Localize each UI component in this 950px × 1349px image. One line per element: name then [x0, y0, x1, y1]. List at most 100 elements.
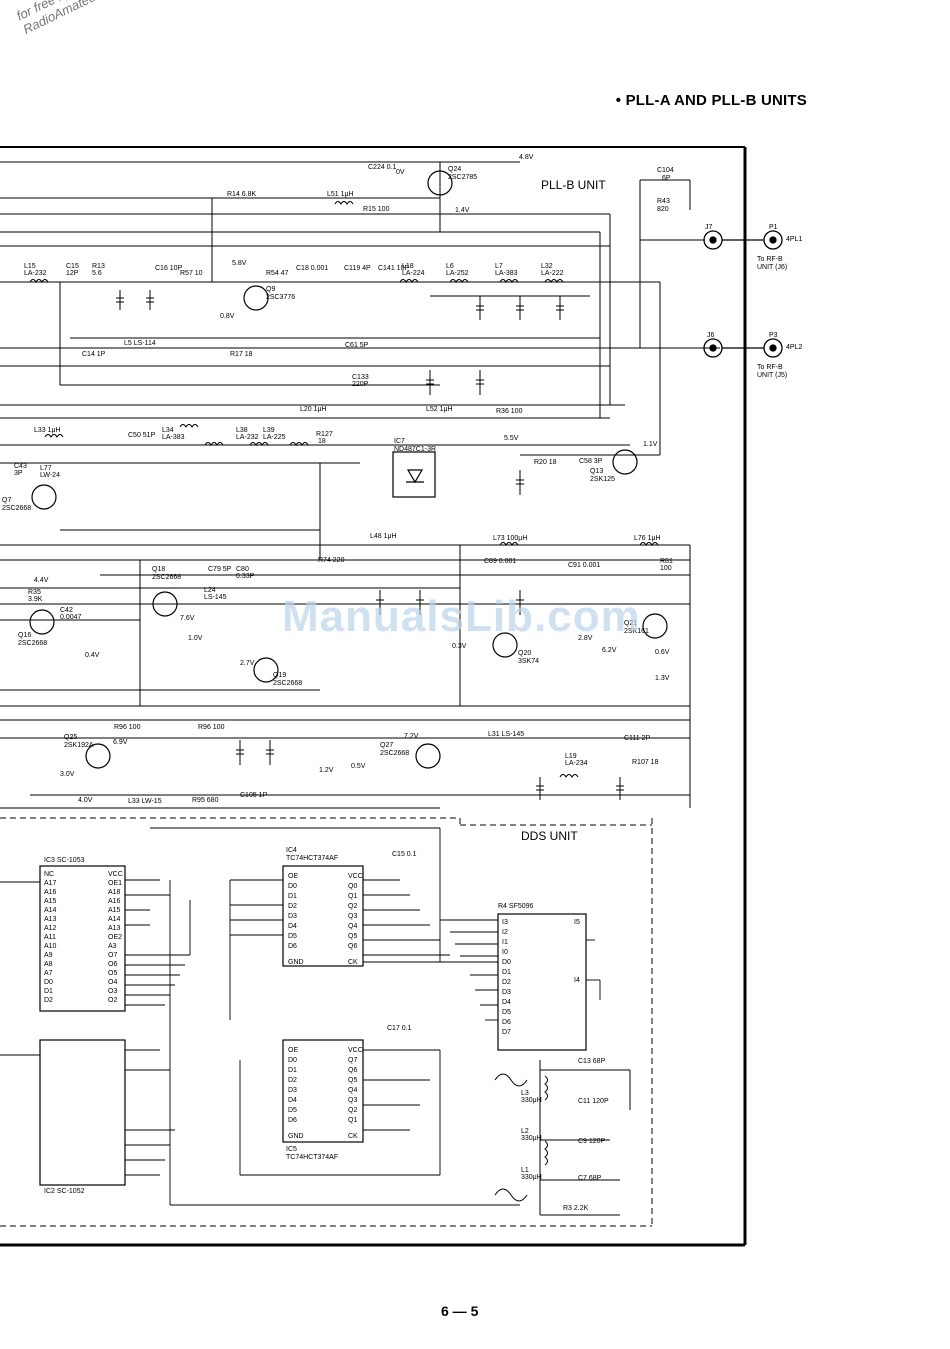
svg-text:3.0V: 3.0V [60, 771, 75, 778]
svg-text:A16: A16 [44, 889, 57, 896]
svg-text:R36 100: R36 100 [496, 408, 523, 415]
transistor-symbols [29, 170, 668, 769]
svg-text:Q3: Q3 [348, 913, 357, 920]
svg-text:D5: D5 [288, 933, 297, 940]
svg-text:Q2: Q2 [348, 903, 357, 910]
svg-text:12P: 12P [66, 270, 79, 277]
svg-text:L48 1μH: L48 1μH [370, 533, 397, 540]
svg-text:C13 68P: C13 68P [578, 1058, 606, 1065]
svg-text:I1: I1 [502, 939, 508, 946]
dds-bus [0, 827, 601, 1206]
svg-text:L19: L19 [565, 753, 577, 760]
svg-text:Q2: Q2 [348, 1107, 357, 1114]
svg-text:Q3: Q3 [348, 1097, 357, 1104]
p1-destination: To RF-B UNIT (J6) [757, 256, 788, 271]
svg-text:100: 100 [660, 565, 672, 572]
svg-text:D3: D3 [288, 1087, 297, 1094]
svg-text:A13: A13 [44, 916, 57, 923]
svg-text:R96 100: R96 100 [114, 724, 141, 731]
svg-text:L5 LS-114: L5 LS-114 [124, 340, 156, 347]
svg-text:D4: D4 [288, 923, 297, 930]
svg-text:D6: D6 [502, 1019, 511, 1026]
svg-text:D0: D0 [288, 883, 297, 890]
svg-text:D1: D1 [44, 988, 53, 995]
svg-text:O2: O2 [108, 997, 117, 1004]
svg-text:2.7V: 2.7V [240, 660, 255, 667]
svg-text:C11 120P: C11 120P [578, 1098, 609, 1105]
svg-text:LA-222: LA-222 [541, 270, 564, 277]
svg-text:4.0V: 4.0V [78, 797, 93, 804]
svg-text:GND: GND [288, 1133, 304, 1140]
svg-text:A8: A8 [44, 961, 53, 968]
svg-text:D2: D2 [288, 903, 297, 910]
svg-text:Q4: Q4 [348, 923, 357, 930]
svg-text:C18 0.001: C18 0.001 [296, 265, 328, 272]
svg-text:R35: R35 [28, 589, 41, 596]
svg-text:L1: L1 [521, 1167, 529, 1174]
svg-text:D4: D4 [288, 1097, 297, 1104]
svg-text:R20 18: R20 18 [534, 459, 557, 466]
svg-text:3.9K: 3.9K [28, 596, 43, 603]
svg-text:C9 120P: C9 120P [578, 1138, 606, 1145]
svg-text:C7 68P: C7 68P [578, 1175, 602, 1182]
svg-text:6.2V: 6.2V [602, 647, 617, 654]
svg-text:A17: A17 [44, 880, 57, 887]
svg-text:C50 51P: C50 51P [128, 432, 156, 439]
svg-text:D5: D5 [288, 1107, 297, 1114]
svg-text:1.0V: 1.0V [188, 635, 203, 642]
svg-text:L34: L34 [162, 427, 174, 434]
svg-text:A15: A15 [108, 907, 121, 914]
svg-text:R74 220: R74 220 [318, 557, 345, 564]
svg-text:I4: I4 [574, 977, 580, 984]
svg-text:0.5V: 0.5V [351, 763, 366, 770]
svg-text:L6: L6 [446, 263, 454, 270]
svg-text:L18: L18 [402, 263, 414, 270]
svg-text:0V: 0V [396, 169, 405, 176]
svg-text:LA-232: LA-232 [236, 434, 259, 441]
p1-label: P1 [769, 224, 778, 231]
svg-text:L33 1μH: L33 1μH [34, 427, 61, 434]
svg-text:D6: D6 [288, 943, 297, 950]
svg-text:L15: L15 [24, 263, 36, 270]
svg-text:C111 2P: C111 2P [624, 735, 651, 742]
svg-text:LA-383: LA-383 [162, 434, 185, 441]
svg-text:I3: I3 [502, 919, 508, 926]
svg-text:R14 6.8K: R14 6.8K [227, 191, 257, 198]
svg-text:R54 47: R54 47 [266, 270, 289, 277]
svg-text:L52 1μH: L52 1μH [426, 406, 453, 413]
pll-b-unit-label: PLL-B UNIT [541, 178, 606, 192]
svg-text:L77: L77 [40, 465, 52, 472]
svg-text:D3: D3 [502, 989, 511, 996]
svg-text:L73 100μH: L73 100μH [493, 535, 527, 542]
svg-text:7.2V: 7.2V [404, 733, 419, 740]
coax-connectors [703, 230, 783, 358]
svg-text:D3: D3 [288, 913, 297, 920]
svg-text:A9: A9 [44, 952, 53, 959]
svg-text:D0: D0 [44, 979, 53, 986]
svg-text:C80: C80 [236, 566, 249, 573]
svg-text:C16 10P: C16 10P [155, 265, 183, 272]
svg-text:C104: C104 [657, 167, 674, 174]
svg-text:1.3V: 1.3V [655, 675, 670, 682]
svg-text:L76 1μH: L76 1μH [634, 535, 661, 542]
svg-text:O4: O4 [108, 979, 117, 986]
svg-text:R13: R13 [92, 263, 105, 270]
ic3-label: IC3 SC-1053 [44, 857, 85, 864]
p1-pin-label: 4PL1 [786, 236, 803, 243]
svg-text:R3 2.2K: R3 2.2K [563, 1205, 589, 1212]
frame [0, 146, 747, 1247]
svg-text:2.8V: 2.8V [578, 635, 593, 642]
svg-text:OE2: OE2 [108, 934, 122, 941]
svg-text:LA-252: LA-252 [446, 270, 469, 277]
svg-text:C89 0.001: C89 0.001 [484, 558, 516, 565]
component-marks [29, 201, 659, 800]
svg-text:L24: L24 [204, 587, 216, 594]
svg-text:330μH: 330μH [521, 1174, 542, 1181]
svg-text:L39: L39 [263, 427, 275, 434]
